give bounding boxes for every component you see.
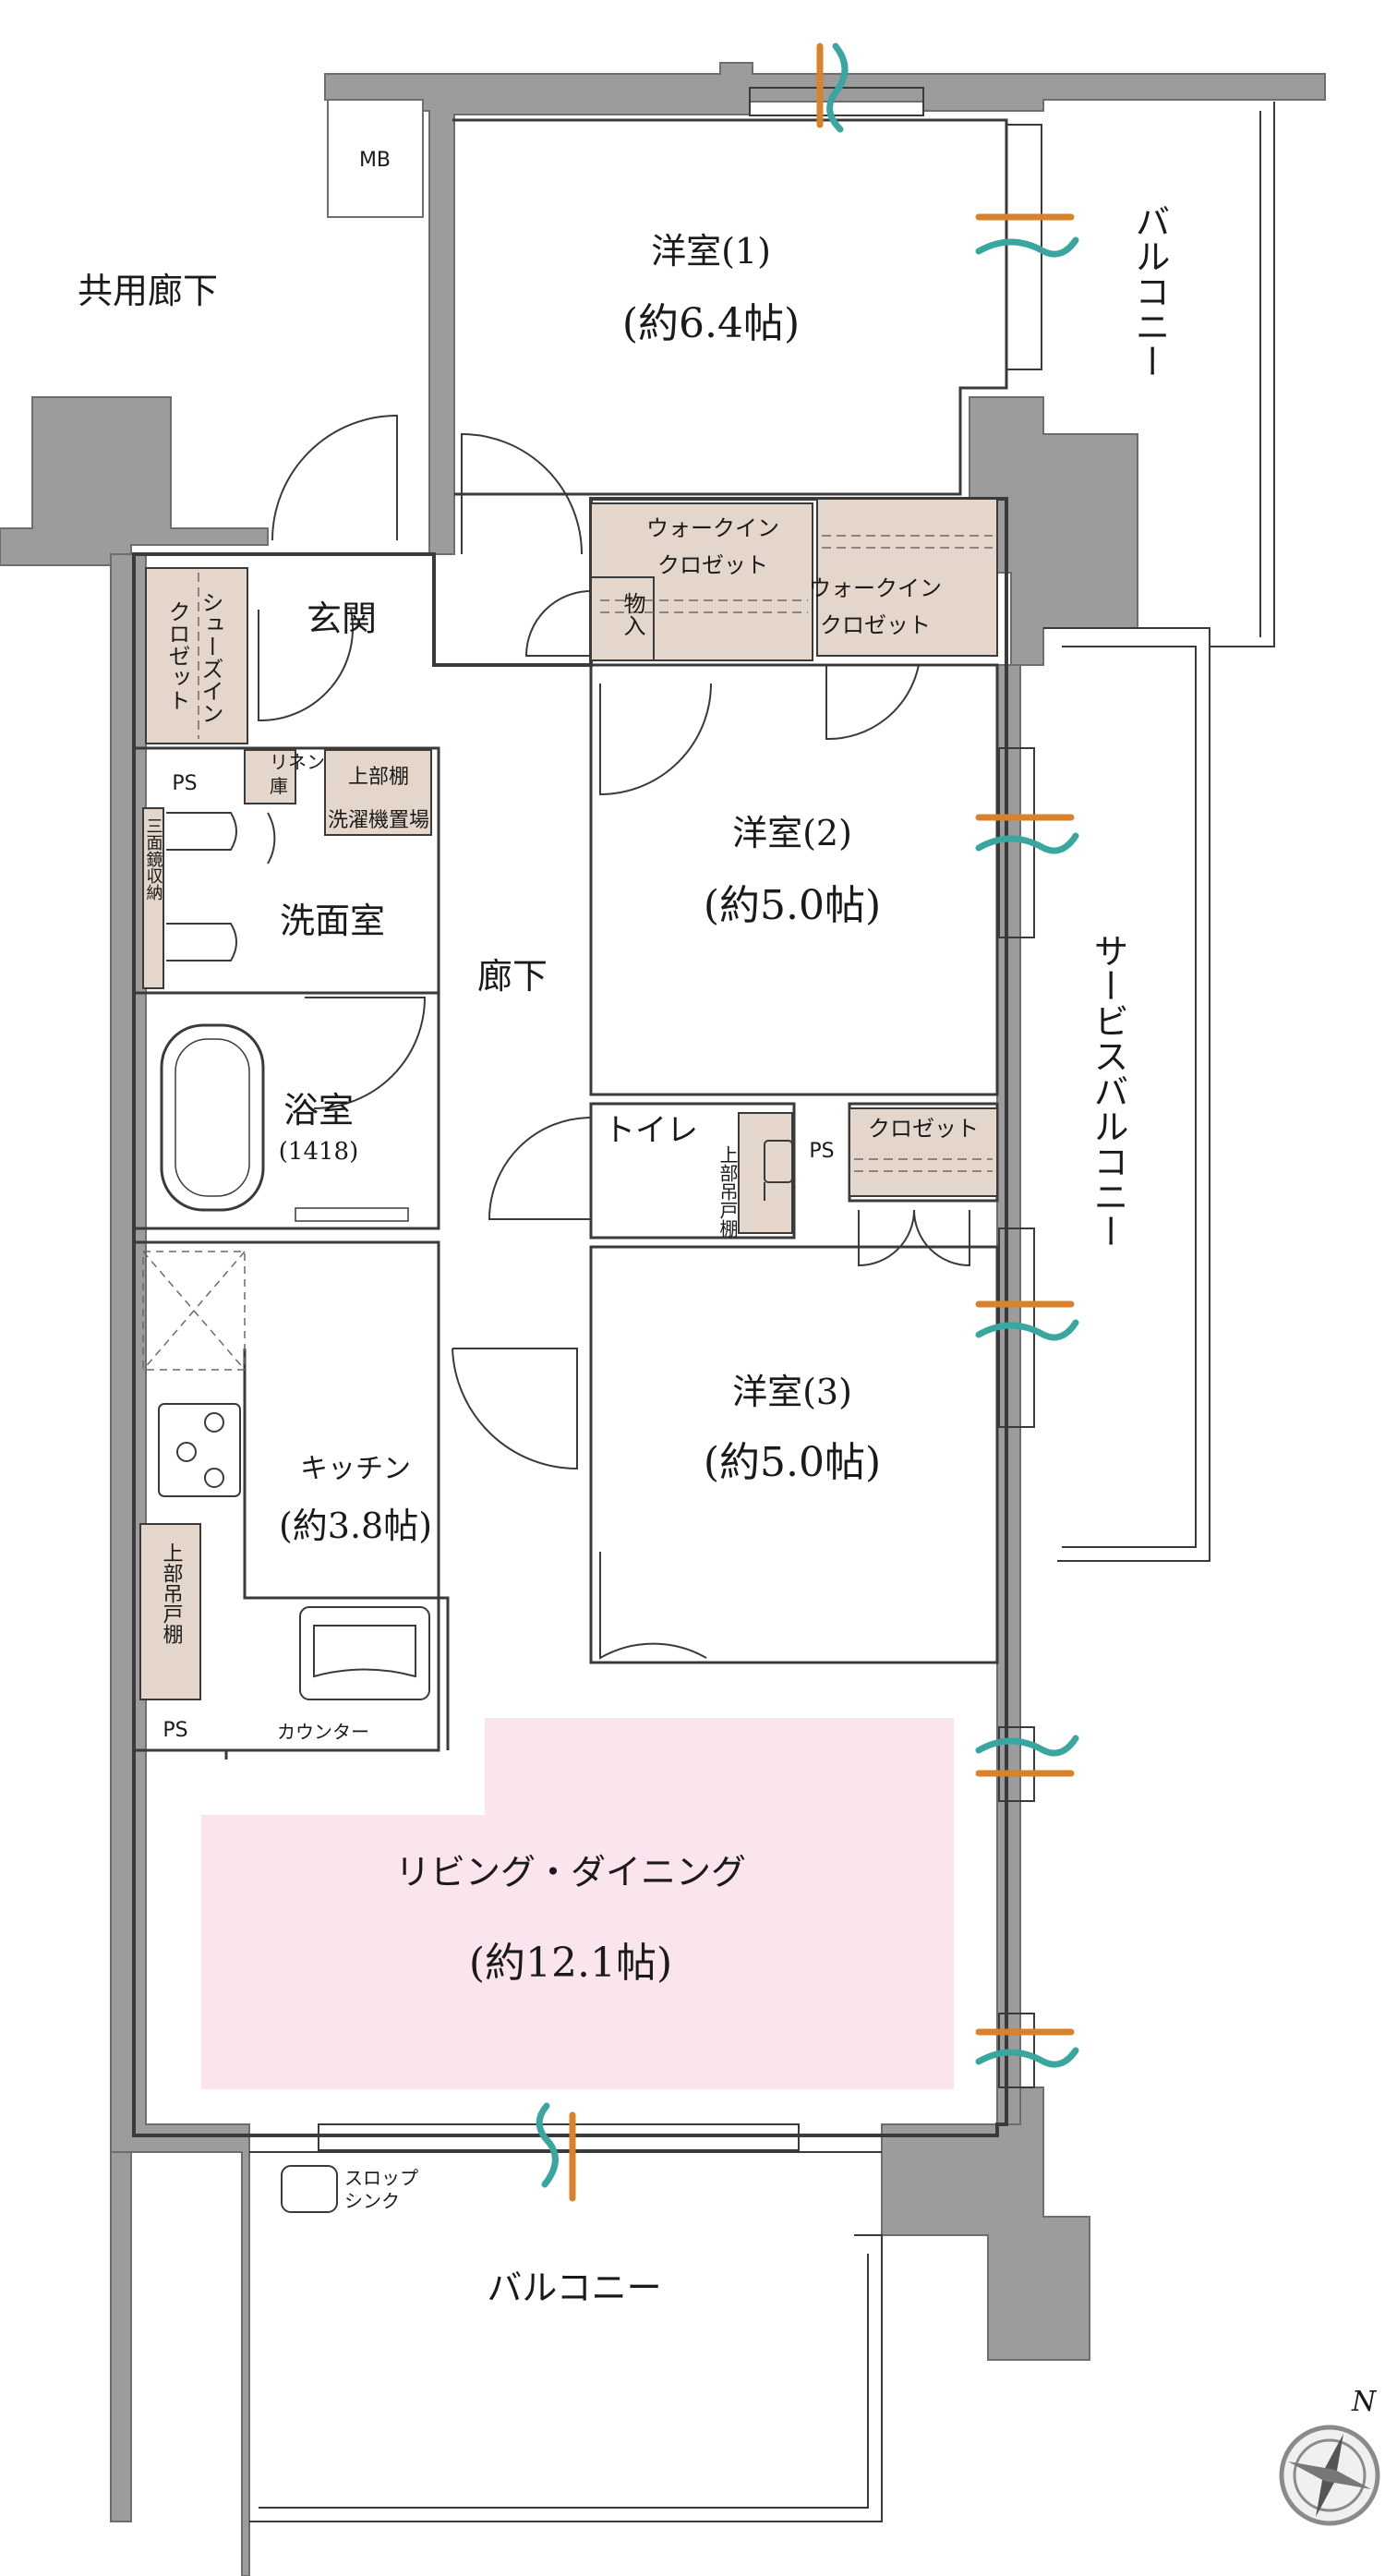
shoes-closet-fill xyxy=(145,567,248,744)
label-western2-size: (約5.0帖) xyxy=(704,882,881,929)
label-western2-name: 洋室(2) xyxy=(732,813,852,853)
label-living-name: リビング・ダイニング xyxy=(395,1852,746,1893)
label-western3-size: (約5.0帖) xyxy=(704,1439,881,1486)
label-washer: 洗濯機置場 xyxy=(328,809,429,832)
closet-fill xyxy=(849,1107,998,1197)
label-toilet-shelf: 上部吊戸棚 xyxy=(717,1145,739,1238)
fridge-space xyxy=(142,1251,246,1371)
storage-fills xyxy=(139,498,998,1700)
slop-sink xyxy=(281,2165,338,2213)
label-service-balcony: サービスバルコニー xyxy=(1088,933,1128,1249)
storage-details xyxy=(198,535,993,1172)
label-slop-sink-2: シンク xyxy=(344,2190,400,2212)
room-labels: 洋室(1) (約6.4帖) 洋室(2) (約5.0帖) 洋室(3) (約5.0帖… xyxy=(78,149,979,2308)
label-balcony-top: バルコニー xyxy=(1129,203,1170,379)
vertical-labels: バルコニー サービスバルコニー シューズイン クロゼット リネン 庫 三面鏡収納… xyxy=(144,203,1171,2212)
monoire-fill xyxy=(590,576,655,661)
label-counter: カウンター xyxy=(277,1721,369,1743)
vent-living1 xyxy=(975,1735,1079,1777)
vent-room3 xyxy=(975,1300,1079,1341)
label-shoes-closet-1: シューズイン xyxy=(198,591,223,724)
label-hallway: 廊下 xyxy=(477,956,548,997)
compass-north-label: N xyxy=(1351,2386,1378,2418)
label-washroom: 洗面室 xyxy=(280,901,385,941)
washroom-sink xyxy=(166,812,237,961)
vent-room2 xyxy=(975,814,1079,854)
vent-top xyxy=(816,42,849,133)
label-toilet: トイレ xyxy=(604,1112,698,1149)
toilet-fixture xyxy=(764,1140,793,1201)
label-monoire: 物入 xyxy=(620,592,645,636)
kitchen-sink xyxy=(299,1606,430,1700)
label-bath-name: 浴室 xyxy=(283,1090,354,1131)
upper-shelf-fill xyxy=(324,749,432,836)
label-western1-size: (約6.4帖) xyxy=(622,300,800,347)
label-common-corridor: 共用廊下 xyxy=(78,271,218,311)
linen-fill xyxy=(244,749,296,804)
bathtub-inner xyxy=(175,1038,250,1197)
label-western1-name: 洋室(1) xyxy=(651,231,771,272)
label-closet: クロゼット xyxy=(868,1116,979,1142)
wic2-fill xyxy=(816,498,998,657)
label-mb: MB xyxy=(359,149,391,172)
label-balcony-bottom: バルコニー xyxy=(487,2268,661,2308)
label-bath-size: (1418) xyxy=(279,1138,358,1166)
living-highlight xyxy=(201,1718,954,2089)
label-wic1-l2: クロゼット xyxy=(657,552,768,578)
vent-room1 xyxy=(975,213,1079,258)
label-kitchen-size: (約3.8帖) xyxy=(279,1506,432,1546)
label-mirror-storage: 三面鏡収納 xyxy=(144,817,163,901)
stove xyxy=(158,1403,241,1497)
door-swings xyxy=(258,414,970,1660)
label-ps-2: PS xyxy=(809,1140,834,1163)
label-linen-2: 庫 xyxy=(270,775,288,797)
label-wic2-l1: ウォークイン xyxy=(809,575,942,601)
bathtub xyxy=(160,1023,265,1212)
ventilation-arrows xyxy=(536,42,1079,2202)
label-entrance: 玄関 xyxy=(307,599,377,639)
kitchen-shelf-fill xyxy=(139,1523,201,1700)
label-western3-name: 洋室(3) xyxy=(732,1372,852,1412)
mirror-storage-fill xyxy=(142,807,164,989)
vent-bottom xyxy=(536,2102,576,2202)
label-slop-sink-1: スロップ xyxy=(344,2167,418,2189)
label-linen-1: リネン xyxy=(270,751,325,773)
compass: N xyxy=(1279,2386,1380,2526)
bath-step xyxy=(295,1207,409,1222)
label-upper-shelf: 上部棚 xyxy=(348,766,409,789)
label-kitchen-shelf: 上部吊戸棚 xyxy=(160,1542,184,1644)
interior-lines xyxy=(132,87,1275,2522)
label-kitchen-name: キッチン xyxy=(300,1453,411,1485)
label-ps-3: PS xyxy=(163,1719,187,1742)
label-shoes-closet-2: クロゼット xyxy=(164,600,190,711)
label-wic1-l1: ウォークイン xyxy=(646,515,779,541)
label-living-size: (約12.1帖) xyxy=(469,1940,672,1987)
walls xyxy=(0,62,1326,2576)
vent-living2 xyxy=(975,2028,1079,2068)
label-wic2-l2: クロゼット xyxy=(820,612,931,638)
label-ps-1: PS xyxy=(172,772,197,795)
